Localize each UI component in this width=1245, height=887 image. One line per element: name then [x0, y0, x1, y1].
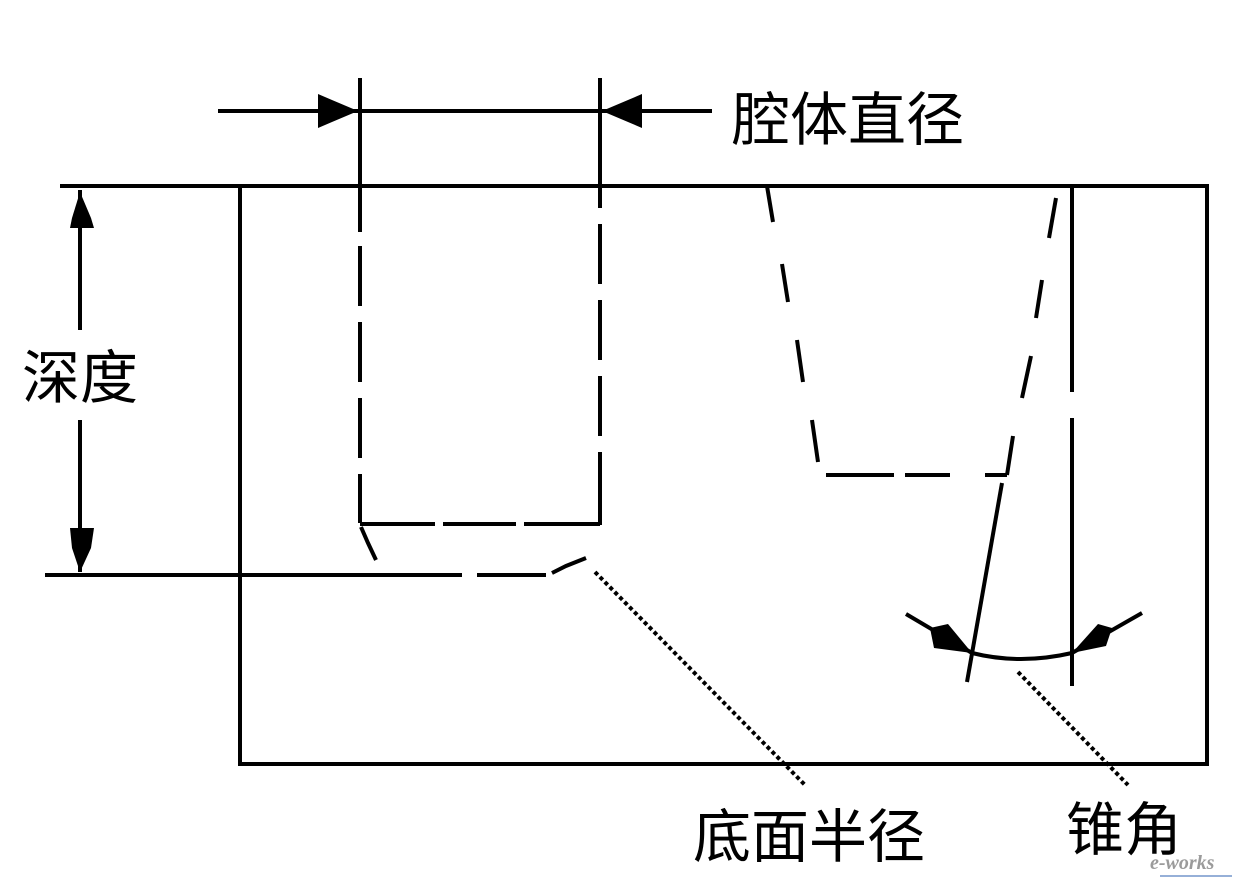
depth-arrow-up — [70, 192, 94, 228]
taper-angle-dimension — [904, 611, 1143, 661]
eworks-watermark-logo: e-works — [1150, 852, 1232, 877]
cavity-diameter-label: 腔体直径 — [732, 86, 964, 154]
depth-dimension-line — [70, 190, 94, 572]
bottom-radius-leader — [593, 570, 807, 787]
depth-bottom-extension-dashed — [240, 556, 587, 577]
taper-extension-line — [965, 482, 1004, 683]
taper-arrow-left — [930, 624, 972, 653]
cavity-diameter-dimension — [218, 78, 712, 186]
taper-angle-leader — [1016, 670, 1130, 787]
watermark-text: e-works — [1150, 852, 1215, 874]
depth-arrow-down — [70, 528, 94, 572]
diameter-arrow-left — [318, 94, 358, 128]
workpiece-block — [238, 184, 1209, 766]
taper-arrow-right — [1072, 624, 1112, 653]
straight-cavity-hidden-lines — [358, 186, 602, 561]
tapered-cavity-hidden-lines — [765, 185, 1058, 477]
taper-angle-label: 锥角 — [1066, 796, 1182, 864]
diameter-arrow-right — [602, 94, 642, 128]
bottom-radius-label: 底面半径 — [693, 803, 925, 871]
depth-label: 深度 — [22, 344, 138, 412]
